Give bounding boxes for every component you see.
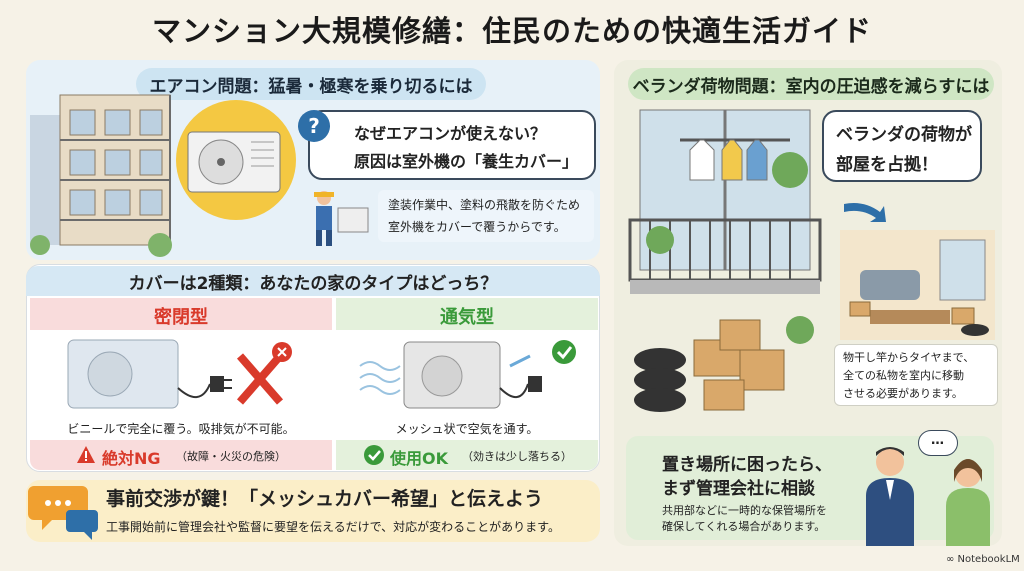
vented-note: （効きは少し落ちる）	[462, 450, 572, 463]
brand-text: NotebookLM	[957, 554, 1020, 565]
brand-icon: ∞	[946, 554, 955, 565]
people-illustration	[866, 447, 990, 546]
sealed-cover-illustration	[67, 339, 292, 409]
vented-verdict: 使用OK	[390, 449, 449, 468]
vented-title: 通気型	[440, 307, 494, 328]
consult-body1: 共用部などに一時的な保管場所を	[662, 504, 827, 517]
vented-cover-illustration	[359, 340, 576, 409]
sealed-desc: ビニールで完全に覆う。吸排気が不可能。	[67, 422, 295, 436]
sealed-title-bar: 密閉型	[30, 298, 332, 330]
consult-body2: 確保してくれる場合があります。	[662, 520, 826, 533]
vented-desc: メッシュ状で空気を通す。	[395, 422, 539, 436]
worker-illustration	[314, 191, 369, 246]
balcony-info-line2: 全ての私物を室内に移動	[843, 369, 964, 382]
balcony-info-line3: させる必要があります。	[843, 387, 963, 400]
vented-title-bar: 通気型	[336, 298, 598, 330]
balcony-illustration	[628, 109, 822, 412]
brand-label: ∞ NotebookLM	[946, 554, 1020, 565]
question-line2: 原因は室外機の「養生カバー」	[354, 152, 579, 171]
balcony-info-line1: 物干し竿からタイヤまで、	[843, 351, 975, 364]
balcony-bubble-line2: 部屋を占拠！	[836, 155, 938, 175]
aircon-header: エアコン問題：猛暑・極寒を乗り切るには	[136, 68, 486, 100]
question-icon: ?	[298, 110, 330, 142]
reason-line1: 塗装作業中、塗料の飛散を防ぐため	[388, 198, 581, 212]
outdoor-unit-circle	[176, 100, 296, 220]
conversation-bubble-text: …	[931, 433, 944, 448]
question-bubble: なぜエアコンが使えない？ 原因は室外機の「養生カバー」	[308, 110, 596, 180]
consult-card: 置き場所に困ったら、 まず管理会社に相談 共用部などに一時的な保管場所を 確保し…	[626, 436, 994, 540]
move-arrow-icon	[844, 203, 886, 222]
vented-verdict-bar: 使用OK （効きは少し落ちる）	[336, 440, 598, 470]
cover-types-header: カバーは2種類：あなたの家のタイプはどっち？	[26, 266, 600, 296]
sealed-verdict: 絶対NG	[102, 449, 161, 468]
consult-line2: まず管理会社に相談	[662, 479, 815, 499]
balcony-bubble-line1: ベランダの荷物が	[836, 125, 972, 145]
question-line1: なぜエアコンが使えない？	[354, 124, 547, 143]
sealed-title: 密閉型	[154, 307, 208, 328]
balcony-info-card: 物干し竿からタイヤまで、 全ての私物を室内に移動 させる必要があります。	[834, 344, 998, 406]
svg-text:?: ?	[308, 114, 320, 138]
sealed-note: （故障・火災の危険）	[176, 450, 286, 463]
building-illustration	[30, 94, 172, 257]
negotiation-panel	[26, 480, 600, 542]
sealed-verdict-bar: 絶対NG （故障・火災の危険）	[30, 440, 332, 470]
page-title: マンション大規模修繕：住民のための快適生活ガイド	[151, 14, 872, 48]
negotiation-body: 工事開始前に管理会社や監督に要望を伝えるだけで、対応が変わることがあります。	[106, 520, 560, 534]
negotiation-headline: 事前交渉が鍵！「メッシュカバー希望」と伝えよう	[106, 488, 544, 510]
room-illustration	[840, 230, 995, 340]
check-icon	[364, 445, 384, 465]
conversation-bubble: …	[918, 430, 958, 456]
warning-icon	[77, 446, 95, 463]
consult-line1: 置き場所に困ったら、	[662, 455, 832, 475]
balcony-bubble: ベランダの荷物が 部屋を占拠！	[822, 110, 982, 182]
reason-line2: 室外機をカバーで覆うからです。	[388, 220, 566, 234]
reason-card: 塗装作業中、塗料の飛散を防ぐため 室外機をカバーで覆うからです。	[378, 190, 594, 242]
balcony-header: ベランダ荷物問題：室内の圧迫感を減らすには	[628, 68, 994, 100]
speech-bubbles-icon	[28, 486, 98, 540]
